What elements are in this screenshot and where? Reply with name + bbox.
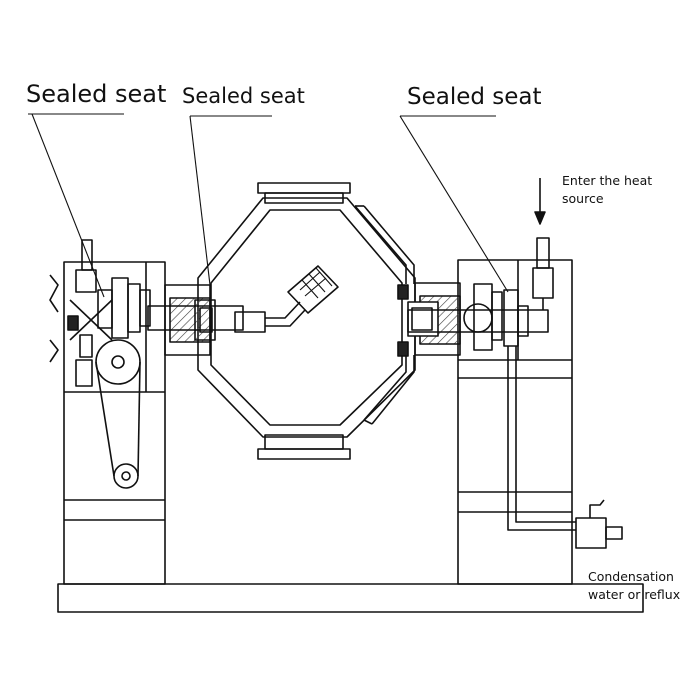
sealed-seat-label-right: Sealed seat — [407, 84, 542, 110]
left-drive-assembly — [49, 239, 151, 489]
condensation-line-1: Condensation — [588, 569, 674, 584]
left-hub — [164, 284, 216, 356]
double-cone-vessel — [197, 182, 416, 460]
condensate-pipe — [507, 346, 623, 549]
heat-source-label: Enter the heat source — [562, 172, 652, 208]
leader-lines — [28, 113, 509, 298]
left-shaft — [147, 265, 339, 333]
heating-jacket — [354, 205, 415, 425]
condensation-line-2: water or reflux — [588, 587, 681, 602]
right-hub — [397, 282, 461, 357]
heat-source-line-1: Enter the heat — [562, 173, 653, 188]
left-support-frame — [63, 261, 166, 585]
heat-source-arrow — [534, 178, 546, 225]
sealed-seat-label-left: Sealed seat — [26, 80, 167, 108]
sealed-seat-label-center: Sealed seat — [182, 84, 305, 108]
right-support-frame — [457, 259, 573, 585]
heat-source-line-2: source — [562, 191, 604, 206]
condensation-label: Condensation water or reflux — [588, 568, 680, 604]
base-plate — [57, 583, 644, 613]
heat-inlet-pipe — [532, 237, 554, 310]
right-shaft — [407, 283, 549, 351]
